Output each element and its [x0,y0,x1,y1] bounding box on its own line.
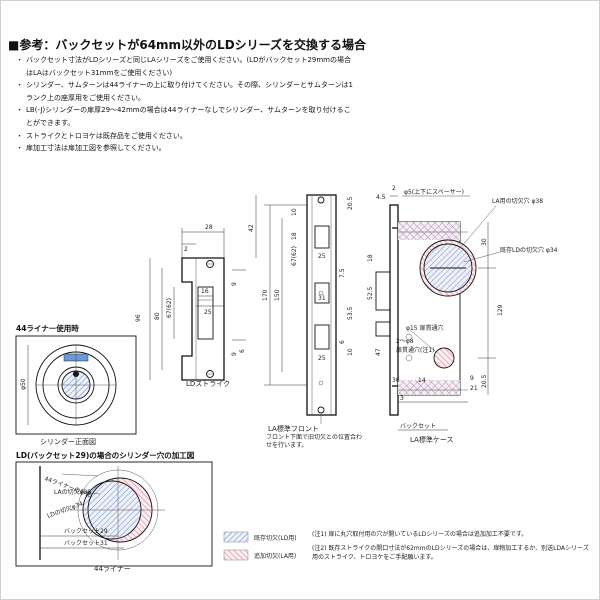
strike-dim: 6 [239,349,246,353]
case-ld-cut-label: 既存LDの切欠穴 φ34 [500,246,558,254]
front-dim: 67(62) [291,246,298,266]
ld29-title: LD(バックセット29)の場合のシリンダー穴の加工図 [16,450,195,460]
front-dim: 25 [318,355,326,362]
strike-dim: 25 [204,309,212,316]
case-dim: 14 [418,377,426,384]
footnote-2: (注2) 既存ストライクの開口寸法が62mmのLDシリーズの場合は、扉物加工する… [312,544,589,562]
front-dim: 18 [291,232,298,240]
liner-title: 44ライナー使用時 [16,323,79,333]
strike-dim-height: 96 [135,314,142,322]
note-item: バックセット寸法がLDシリーズと同じLAシリーズをご使用ください。(LDがバック… [16,54,356,79]
note-item: ストライクとトロヨケは既存品をご使用ください。 [16,130,356,143]
legend-added-label: 追加切欠(LA用) [254,552,296,560]
case-dim: 3 [400,395,404,402]
front-dim: 10 [347,348,354,356]
strike-dim: 16 [201,288,209,295]
case-dim: 52.5 [367,286,374,300]
front-dim: 7.5 [339,268,346,278]
liner-caption: シリンダー正面図 [40,437,96,446]
note-item: シリンダー、サムターンは44ライナーの上に取り付けてください。その際、シリンダー… [16,79,356,104]
notes-list: バックセット寸法がLDシリーズと同じLAシリーズをご使用ください。(LDがバック… [16,54,356,155]
case-dim: 36 [392,377,400,384]
case-dim: 129 [497,304,504,316]
case-dim: 30 [481,238,488,246]
strike-dim: 9 [231,282,238,286]
front-dim: 20.5 [347,196,354,210]
la-case-drawing: 4.5 2 φ5(上下にスペーサー) 30 129 20.5 52.5 18 4… [367,185,558,444]
ld29-backset29-label: バックセット29 [64,528,108,535]
case-dim: 2 [392,185,396,192]
footnotes: (注1) 扉に丸穴取付用の穴が開いているLDシリーズの場合は追加加工不要です。 … [312,530,594,563]
case-dim: 21 [470,385,478,392]
case-dim: 4.5 [376,194,386,201]
strike-dim: 2 [184,246,188,253]
case-caption: LA標準ケース [410,435,454,444]
ld29-drawing: LD(バックセット29)の場合のシリンダー穴の加工図 44ライナーの外径 LAの… [15,450,213,573]
ld-strike-drawing: 28 2 96 80 67(62) 16 25 9 9 6 LDストライク [135,224,246,388]
front-dim: 6 [339,340,346,344]
front-dim: 31 [318,295,326,302]
case-la-cut-label: LA用の切欠穴 φ38 [492,197,543,205]
case-backset-label: バックセット [400,423,436,430]
front-dim: 170 [262,289,269,301]
ld29-la-cut-label: LAの切欠φ38 [54,488,91,496]
note-item: LB(-J)シリンダーの扉厚29～42mmの場合は44ライナーなしでシリンダー、… [16,104,356,129]
strike-dim-top: 28 [205,224,213,231]
strike-caption: LDストライク [186,380,230,388]
case-hole15-label: φ15 扉貫通穴 [406,324,444,332]
note-item: 扉加工寸法は扉加工図を参照してください。 [16,142,356,155]
ld29-liner-label: 44ライナー [94,565,131,573]
case-dim: 18 [367,254,374,262]
strike-dim: 80 [154,312,161,320]
footnote-1: (注1) 扉に丸穴取付用の穴が開いているLDシリーズの場合は追加加工不要です。 [312,531,528,538]
la-front-drawing: 170 150 42 10 18 67(62) 20.5 25 7.5 53.5… [248,194,362,449]
strike-dim: 9 [231,352,238,356]
front-dim: 150 [274,289,281,301]
legend: 既存切欠(LD用) 追加切欠(LA用) [223,531,297,561]
front-note: フロント下面で旧切欠との位置合わせを行います。 [266,434,362,449]
liner-dim: φ50 [20,378,27,390]
case-dim: 9 [470,375,474,382]
legend-existing-label: 既存切欠(LD用) [254,534,297,542]
case-spacer-label: φ5(上下にスペーサー) [404,188,464,196]
front-caption: LA標準フロント [268,424,319,433]
case-dim: 20.5 [481,374,488,388]
page-title: ■参考：バックセットが64mm以外のLDシリーズを交換する場合 [8,38,367,52]
liner-front-drawing: 44ライナー使用時 φ50 シリンダー正面図 [15,323,137,446]
front-dim: 25 [318,253,326,260]
front-dim: 42 [248,224,255,232]
front-dim: 10 [291,208,298,216]
front-dim: 53.5 [347,306,354,320]
case-rib-label: 扉貫通穴(注1) [396,346,435,354]
case-dim: 47 [375,348,382,356]
case-hole2-label: 2～φ8 [396,338,414,345]
ld29-backset31-label: バックセット31 [64,540,108,547]
strike-dim: 67(62) [166,298,173,318]
